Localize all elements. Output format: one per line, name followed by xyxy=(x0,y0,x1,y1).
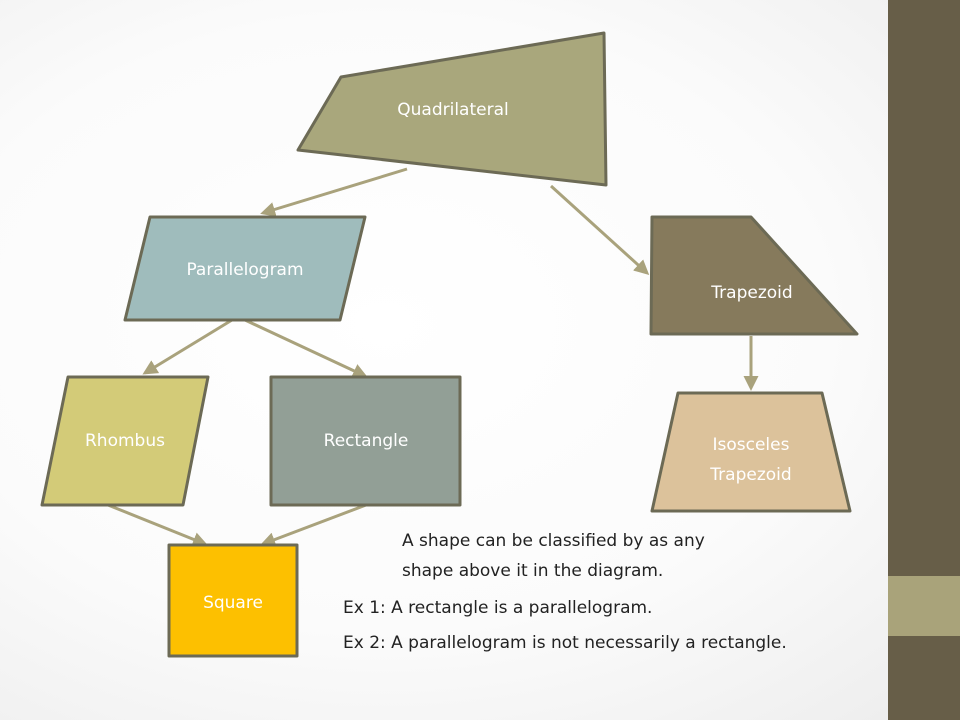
quadrilateral-hierarchy-diagram: Quadrilateral Parallelogram Trapezoid Rh… xyxy=(40,31,859,658)
quadrilateral-label: Quadrilateral xyxy=(397,100,508,120)
sidebar-light-band xyxy=(888,576,960,636)
arrow-parallelogram-to-rhombus xyxy=(142,318,233,375)
parallelogram-label: Parallelogram xyxy=(186,260,303,280)
square-node: Square xyxy=(167,543,299,658)
arrow-quadrilateral-to-parallelogram xyxy=(260,167,408,217)
trapezoid-shape xyxy=(649,215,859,336)
isosceles-trapezoid-label-line2: Trapezoid xyxy=(709,465,791,485)
quadrilateral-shape xyxy=(296,31,608,187)
isosceles-trapezoid-label-line1: Isosceles xyxy=(713,435,790,455)
classification-note-line2: shape above it in the diagram. xyxy=(402,561,664,581)
rectangle-label: Rectangle xyxy=(324,431,409,451)
arrow-rectangle-to-square xyxy=(260,503,367,547)
quadrilateral-node: Quadrilateral xyxy=(296,31,608,187)
rhombus-shape xyxy=(40,375,210,507)
square-shape xyxy=(167,543,299,658)
isosceles-trapezoid-shape xyxy=(650,391,852,513)
isosceles-trapezoid-node: Isosceles Trapezoid xyxy=(650,391,852,513)
trapezoid-label: Trapezoid xyxy=(710,283,792,303)
example-2-note: Ex 2: A parallelogram is not necessarily… xyxy=(343,633,787,653)
arrow-rhombus-to-square xyxy=(107,503,208,547)
square-label: Square xyxy=(203,593,263,613)
classification-note-line1: A shape can be classified by as any xyxy=(402,531,705,551)
rectangle-node: Rectangle xyxy=(269,375,462,507)
parallelogram-shape xyxy=(123,215,367,322)
rectangle-shape xyxy=(269,375,462,507)
parallelogram-node: Parallelogram xyxy=(123,215,367,322)
rhombus-node: Rhombus xyxy=(40,375,210,507)
example-1-note: Ex 1: A rectangle is a parallelogram. xyxy=(343,598,653,618)
rhombus-label: Rhombus xyxy=(85,431,165,451)
arrow-quadrilateral-to-trapezoid xyxy=(549,184,650,276)
trapezoid-node: Trapezoid xyxy=(649,215,859,336)
arrow-parallelogram-to-rectangle xyxy=(244,318,368,378)
